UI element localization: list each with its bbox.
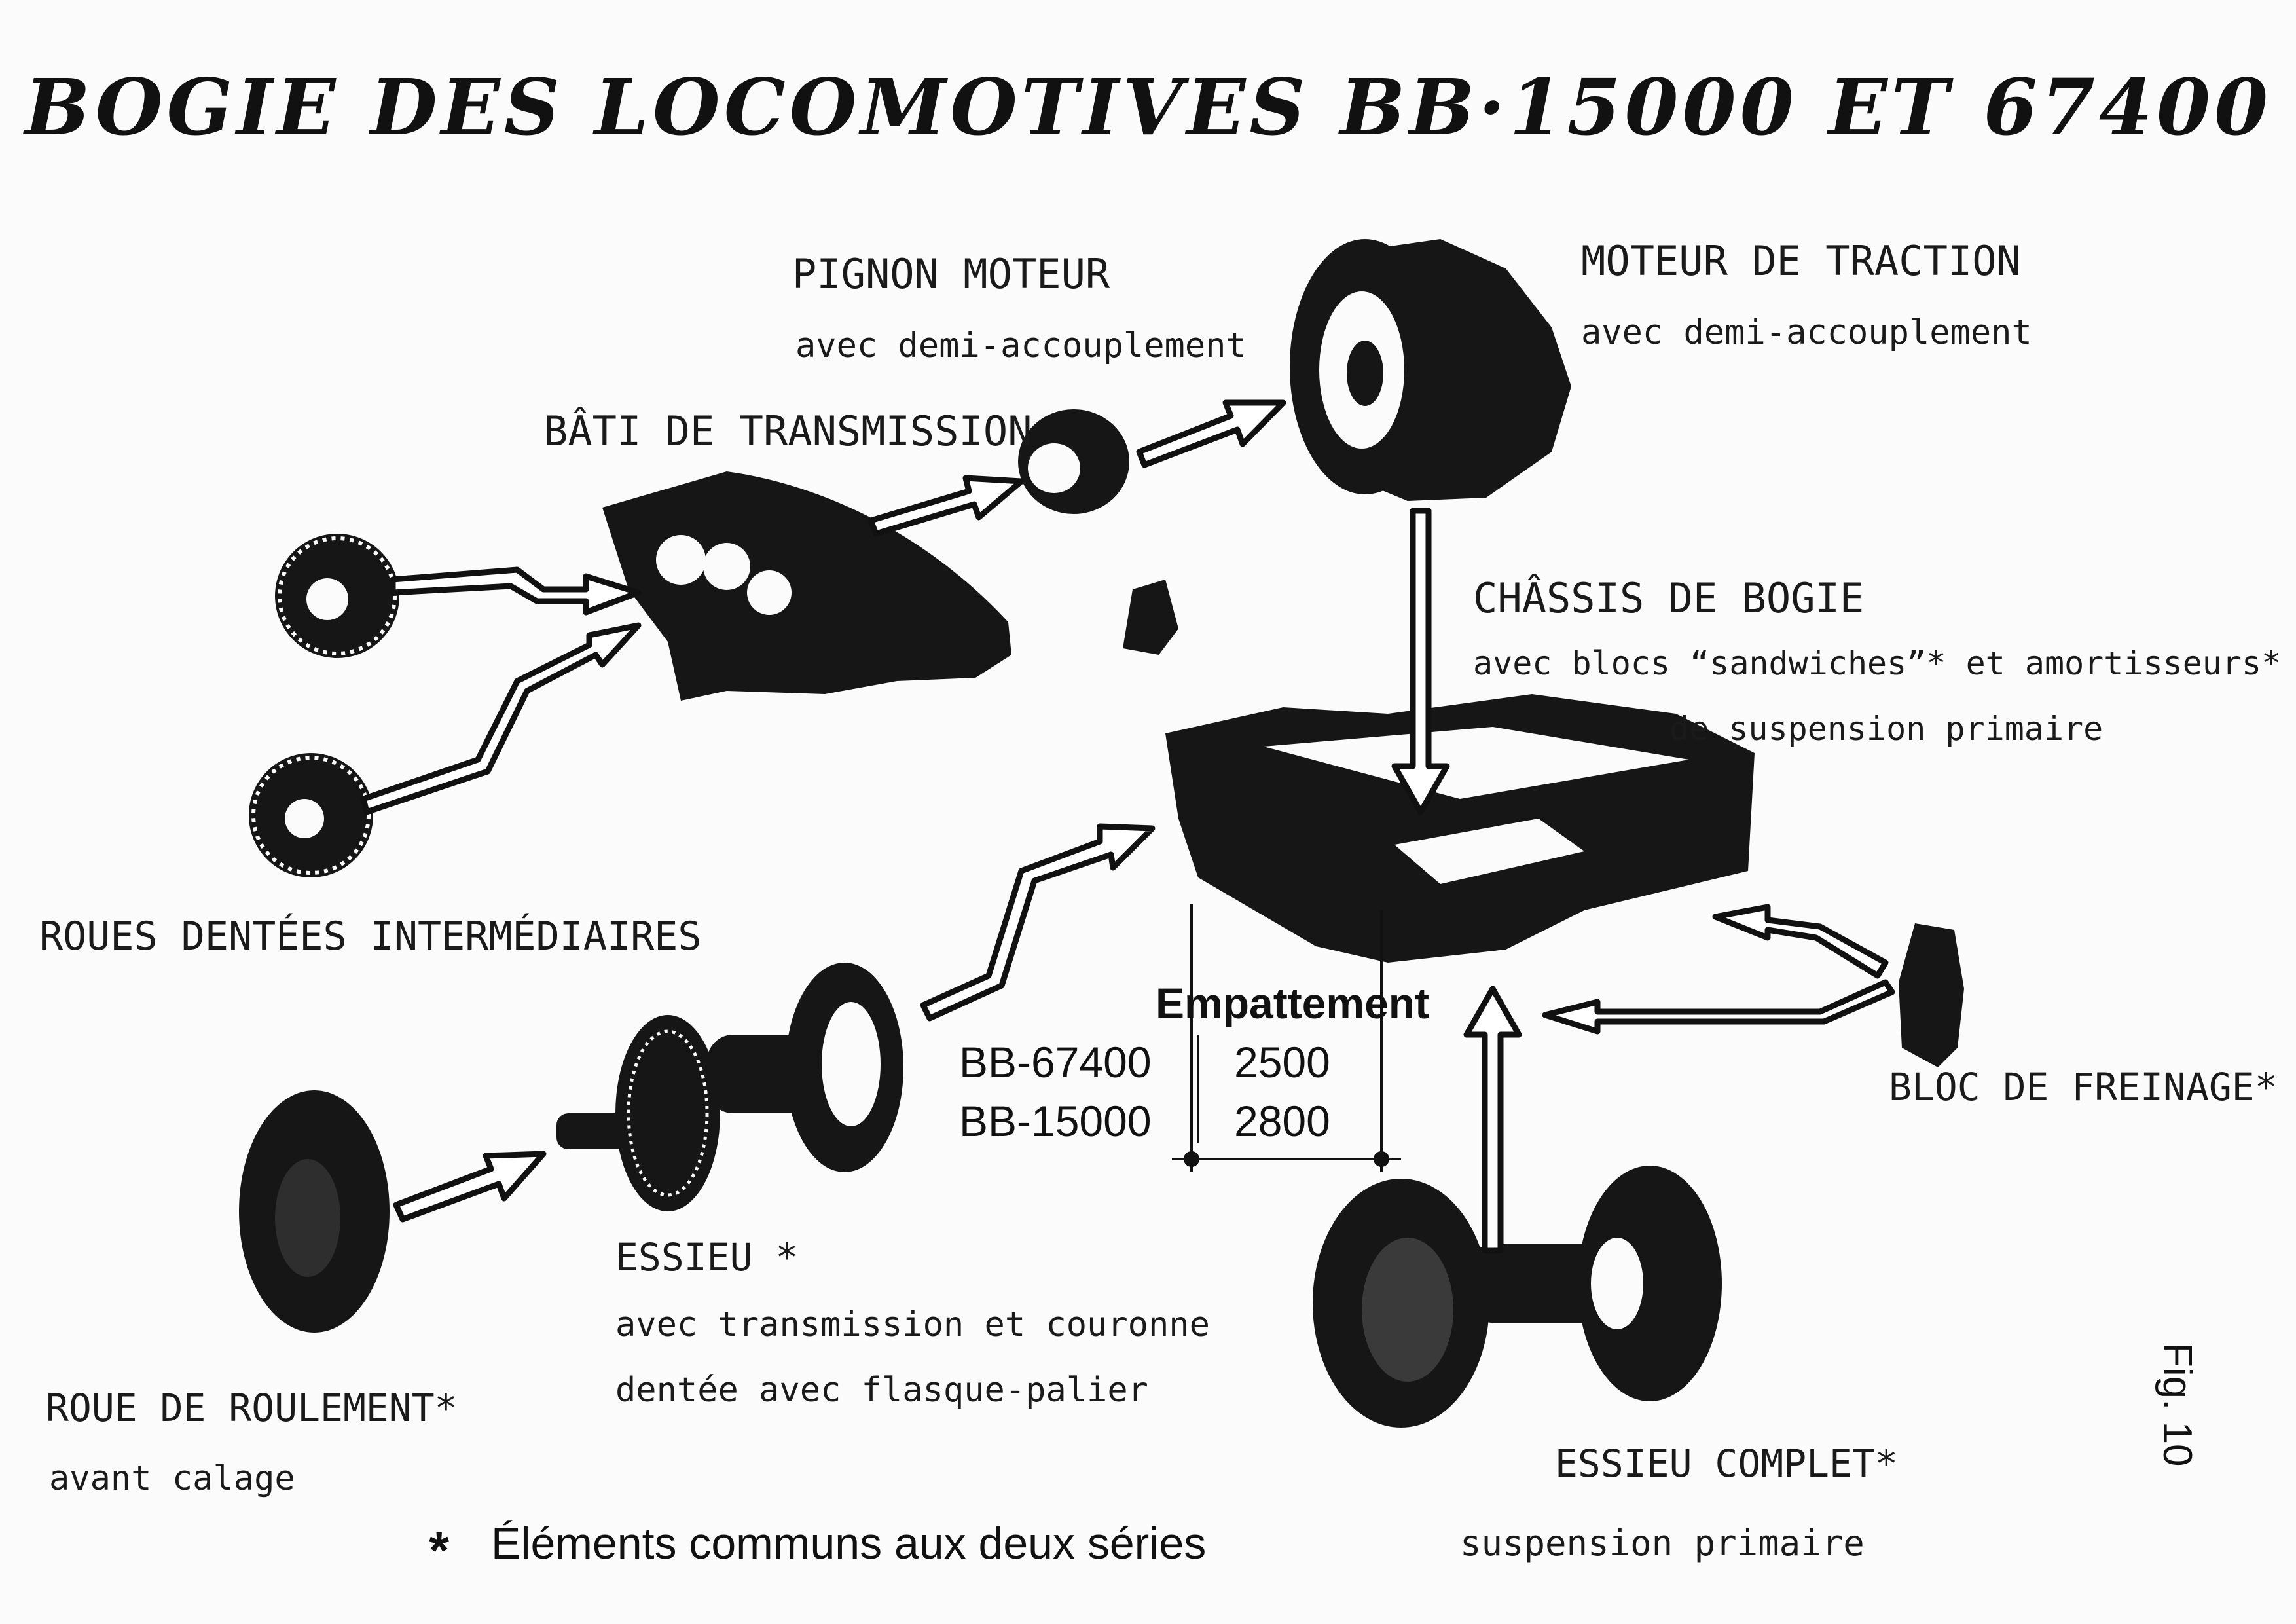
label-pignon-moteur: PIGNON MOTEUR — [792, 250, 1110, 298]
empattement-series-2: BB-15000 — [959, 1097, 1152, 1145]
label-moteur-traction: MOTEUR DE TRACTION — [1581, 237, 2021, 285]
label-chassis-bogie-detail-2: de suspension primaire — [1669, 710, 2103, 748]
intermediate-gear-lower-icon — [249, 753, 373, 877]
label-pignon-moteur-detail: avec demi-accouplement — [795, 326, 1247, 365]
empattement-header: Empattement — [1156, 979, 1429, 1027]
footnote-symbol: * — [429, 1521, 450, 1579]
arrow-motor-to-chassis — [1391, 507, 1450, 815]
label-essieu-detail-1: avec transmission et couronne — [615, 1305, 1210, 1344]
label-chassis-bogie-detail-1: avec blocs “sandwiches”* et amortisseurs… — [1473, 644, 2281, 682]
label-bati-transmission: BÂTI DE TRANSMISSION — [543, 407, 1032, 455]
motor-pinion-icon — [1018, 409, 1129, 514]
arrow-gear-to-frame — [390, 566, 642, 616]
footnote-text: Éléments communs aux deux séries — [491, 1519, 1206, 1568]
bogie-frame-icon — [1123, 580, 1755, 963]
traction-motor-icon — [1290, 239, 1571, 501]
running-wheel-icon — [239, 1090, 390, 1333]
wheelbase-dimension — [1172, 904, 1401, 1172]
label-chassis-bogie: CHÂSSIS DE BOGIE — [1473, 574, 1864, 622]
label-essieu-complet-detail: suspension primaire — [1460, 1522, 1865, 1564]
empattement-value-1: 2500 — [1234, 1038, 1330, 1086]
arrow-brake-to-chassis-lower — [1542, 979, 1895, 1035]
axle-icon — [556, 963, 903, 1211]
label-bloc-freinage: BLOC DE FREINAGE* — [1889, 1065, 2278, 1109]
arrow-gear2-to-frame — [360, 622, 642, 815]
brake-block-icon — [1899, 923, 1964, 1067]
label-roues-dentees: ROUES DENTÉES INTERMÉDIAIRES — [39, 912, 701, 959]
arrow-pinion-to-motor — [1136, 399, 1286, 468]
arrow-axle-to-chassis — [920, 823, 1156, 1022]
label-moteur-traction-detail: avec demi-accouplement — [1581, 313, 2032, 352]
arrow-frame-to-pinion — [867, 475, 1025, 537]
arrow-brake-to-chassis-upper — [1712, 904, 1889, 979]
complete-axle-icon — [1313, 1166, 1722, 1428]
empattement-value-2: 2800 — [1234, 1097, 1330, 1145]
figure-number: Fig. 10 — [2155, 1342, 2200, 1467]
intermediate-gear-upper-icon — [275, 534, 399, 658]
label-essieu-complet: ESSIEU COMPLET* — [1555, 1441, 1898, 1486]
transmission-frame-icon — [602, 471, 1011, 701]
label-essieu: ESSIEU * — [615, 1235, 798, 1280]
diagram-title: BOGIE DES LOCOMOTIVES BB·15000 ET 67400 — [23, 62, 2272, 153]
label-roue-roulement-detail: avant calage — [49, 1459, 295, 1498]
label-roue-roulement: ROUE DE ROULEMENT* — [46, 1386, 458, 1430]
label-essieu-detail-2: dentée avec flasque-palier — [615, 1371, 1148, 1410]
arrow-wheel-to-axle — [393, 1151, 547, 1223]
arrow-complete-axle-to-chassis — [1463, 986, 1522, 1254]
empattement-series-1: BB-67400 — [959, 1038, 1152, 1086]
